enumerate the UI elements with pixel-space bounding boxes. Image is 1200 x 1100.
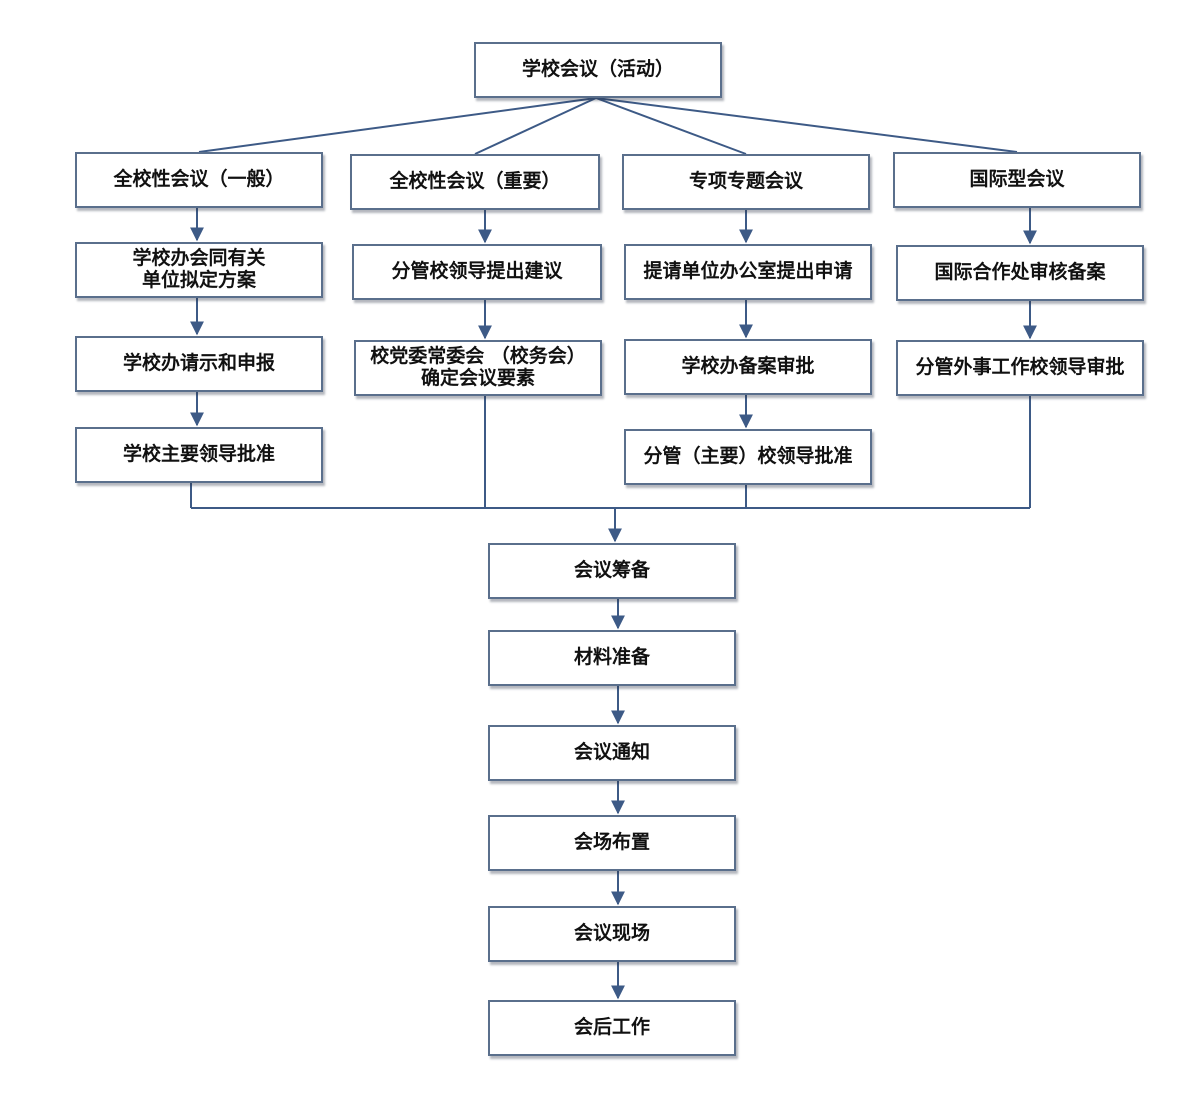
branch-2-step-3: 分管（主要）校领导批准 bbox=[624, 429, 872, 485]
branch-1-step-1: 分管校领导提出建议 bbox=[352, 244, 602, 300]
main-step-materials: 材料准备 bbox=[488, 630, 736, 686]
main-step-on-site: 会议现场 bbox=[488, 906, 736, 962]
root-to-branch-2-connector bbox=[595, 97, 747, 155]
root-to-branch-3-connector bbox=[595, 97, 1018, 153]
branch-2-step-1: 提请单位办公室提出申请 bbox=[624, 244, 872, 300]
main-step-follow-up: 会后工作 bbox=[488, 1000, 736, 1056]
main-step-preparation: 会议筹备 bbox=[488, 543, 736, 599]
main-step-venue-setup: 会场布置 bbox=[488, 815, 736, 871]
branch-3-step-1: 国际合作处审核备案 bbox=[896, 245, 1144, 301]
branch-0-step-1: 学校办会同有关 单位拟定方案 bbox=[75, 242, 323, 298]
branch-title-special-topic-meeting: 专项专题会议 bbox=[622, 154, 870, 210]
root-node: 学校会议（活动） bbox=[474, 42, 722, 98]
branch-title-important-meeting: 全校性会议（重要） bbox=[350, 154, 600, 210]
main-step-notice: 会议通知 bbox=[488, 725, 736, 781]
branch-title-international-meeting: 国际型会议 bbox=[893, 152, 1141, 208]
branch-2-step-2: 学校办备案审批 bbox=[624, 339, 872, 395]
branch-0-step-2: 学校办请示和申报 bbox=[75, 336, 323, 392]
branch-0-step-3: 学校主要领导批准 bbox=[75, 427, 323, 483]
branch-1-step-2: 校党委常委会 （校务会） 确定会议要素 bbox=[354, 340, 602, 396]
root-to-branch-0-connector bbox=[198, 97, 597, 153]
branch-3-step-2: 分管外事工作校领导审批 bbox=[896, 340, 1144, 396]
root-to-branch-1-connector bbox=[474, 97, 597, 155]
branch-title-general-meeting: 全校性会议（一般） bbox=[75, 152, 323, 208]
